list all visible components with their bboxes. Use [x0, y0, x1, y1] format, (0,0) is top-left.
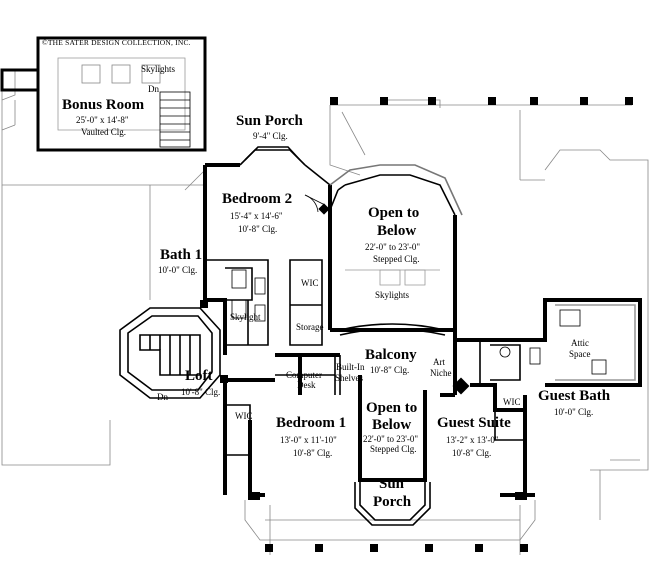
guest-bath-name: Guest Bath — [538, 388, 611, 404]
porch-columns — [265, 97, 633, 552]
loft-name: Loft — [185, 368, 213, 384]
bedroom-1-ceiling: 10'-8" Clg. — [293, 448, 333, 458]
computer-desk-line1: Computer — [286, 370, 322, 380]
dn-label-top: Dn — [148, 84, 159, 94]
open-below-top-ceiling: 22'-0" to 23'-0" — [365, 242, 421, 252]
attic-line1: Attic — [571, 338, 589, 348]
open-below-top-name2: Below — [377, 223, 417, 239]
open-below-bottom-name1: Open to — [366, 400, 418, 416]
wic-label-guest: WIC — [503, 397, 521, 407]
sun-porch-top-name: Sun Porch — [236, 113, 303, 129]
copyright-text: ©THE SATER DESIGN COLLECTION, INC. — [42, 38, 191, 47]
balcony-ceiling: 10'-8" Clg. — [370, 365, 410, 375]
open-below-bottom-ceiling: 22'-0" to 23'-0" — [363, 434, 419, 444]
sun-porch-bottom-line1: Sun — [379, 476, 405, 492]
sun-porch-bottom-line2: Porch — [373, 494, 412, 510]
bedroom-2-dims: 15'-4" x 14'-6" — [230, 211, 283, 221]
skylights-label-top: Skylights — [141, 64, 176, 74]
storage-label: Storage — [296, 322, 324, 332]
built-in-shelves-line1: Built-In — [336, 362, 365, 372]
bedroom-1-name: Bedroom 1 — [276, 415, 347, 431]
wall-accents — [200, 203, 527, 500]
bonus-room-ceiling: Vaulted Clg. — [81, 127, 126, 137]
bonus-room-dims: 25'-0" x 14'-8" — [76, 115, 129, 125]
bedroom-1-dims: 13'-0" x 11'-10" — [280, 435, 337, 445]
loft-ceiling: 10'-8" Clg. — [181, 387, 221, 397]
sun-porch-top-ceiling: 9'-4" Clg. — [253, 131, 288, 141]
bonus-room-walls — [0, 36, 207, 152]
open-below-bottom-ceiling2: Stepped Clg. — [370, 444, 417, 454]
built-in-shelves-line2: Shelves — [335, 373, 363, 383]
computer-desk-line2: Desk — [297, 380, 316, 390]
open-below-top-ceiling2: Stepped Clg. — [373, 254, 420, 264]
art-niche-line2: Niche — [430, 368, 452, 378]
bedroom-2-ceiling: 10'-8" Clg. — [238, 224, 278, 234]
open-below-top-name1: Open to — [368, 205, 420, 221]
bonus-room-name: Bonus Room — [62, 97, 145, 113]
bath-1-ceiling: 10'-0" Clg. — [158, 265, 198, 275]
bedroom-2-name: Bedroom 2 — [222, 191, 293, 207]
guest-suite-name: Guest Suite — [437, 415, 511, 431]
thin-walls — [119, 146, 636, 526]
guest-suite-ceiling: 10'-8" Clg. — [452, 448, 492, 458]
bath-1-name: Bath 1 — [160, 247, 203, 263]
skylights-label-mid: Skylights — [375, 290, 410, 300]
guest-bath-ceiling: 10'-0" Clg. — [554, 407, 594, 417]
attic-line2: Space — [569, 349, 591, 359]
art-niche-line1: Art — [433, 357, 445, 367]
roof-outlines — [1, 70, 649, 555]
fixtures — [231, 194, 607, 375]
wic-label-bedroom1: WIC — [235, 411, 253, 421]
wic-label-1: WIC — [301, 278, 319, 288]
guest-suite-dims: 13'-2" x 13'-0" — [446, 435, 499, 445]
skylight-label: Skylight — [230, 312, 261, 322]
dn-label-loft: Dn — [157, 392, 168, 402]
open-below-bottom-name2: Below — [372, 417, 412, 433]
balcony-name: Balcony — [365, 347, 417, 363]
